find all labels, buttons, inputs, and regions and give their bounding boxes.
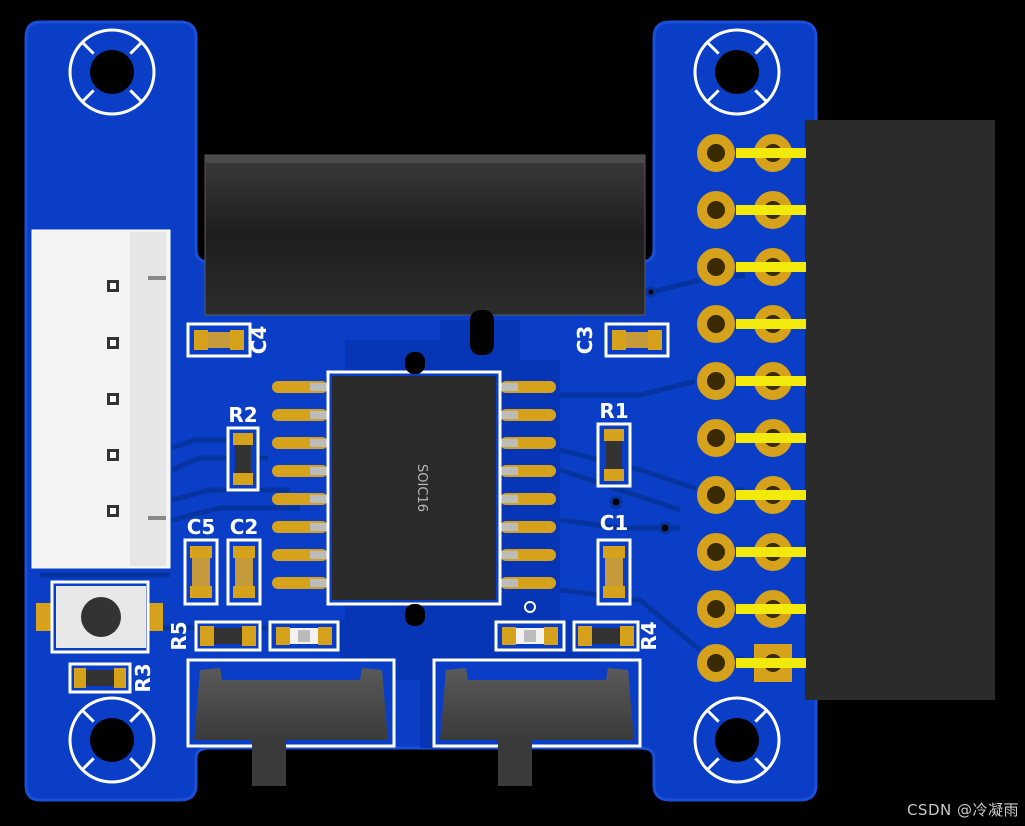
tactile-switch bbox=[36, 580, 163, 654]
connector-pins bbox=[107, 280, 119, 517]
header-pin-tops bbox=[736, 148, 806, 668]
label-r3: R3 bbox=[131, 663, 155, 692]
capacitor-c2 bbox=[226, 538, 262, 606]
mounting-hole-top-right bbox=[693, 28, 781, 116]
mounting-hole-bottom-right bbox=[693, 696, 781, 784]
led-right bbox=[494, 620, 566, 652]
pin-header bbox=[695, 120, 995, 700]
label-r4: R4 bbox=[637, 621, 661, 650]
label-c1: C1 bbox=[600, 511, 629, 535]
label-c4: C4 bbox=[247, 326, 271, 355]
top-component-block bbox=[204, 154, 646, 355]
vias bbox=[609, 286, 672, 535]
resistor-r5 bbox=[194, 620, 262, 652]
label-r1: R1 bbox=[599, 399, 628, 423]
led-left bbox=[268, 620, 340, 652]
label-c5: C5 bbox=[187, 515, 216, 539]
ic-soic16: SOIC16 bbox=[272, 352, 556, 626]
mounting-hole-top-left bbox=[68, 28, 156, 116]
capacitor-c5 bbox=[183, 538, 219, 606]
label-c2: C2 bbox=[230, 515, 259, 539]
ic-label: SOIC16 bbox=[414, 464, 429, 512]
label-r5: R5 bbox=[167, 621, 191, 650]
white-connector bbox=[31, 229, 171, 569]
bottom-connector-left bbox=[186, 658, 396, 786]
label-r2: R2 bbox=[228, 403, 257, 427]
resistor-r3 bbox=[68, 662, 132, 694]
capacitor-c1 bbox=[596, 538, 632, 606]
resistor-r4 bbox=[572, 620, 640, 652]
watermark: CSDN @冷凝雨 bbox=[906, 801, 1019, 819]
resistor-r2 bbox=[226, 426, 260, 492]
capacitor-c3 bbox=[604, 322, 670, 358]
capacitor-c4 bbox=[186, 322, 252, 358]
resistor-r1 bbox=[596, 422, 632, 488]
mounting-hole-bottom-left bbox=[68, 696, 156, 784]
label-c3: C3 bbox=[573, 326, 597, 355]
bottom-connector-right bbox=[432, 658, 642, 786]
